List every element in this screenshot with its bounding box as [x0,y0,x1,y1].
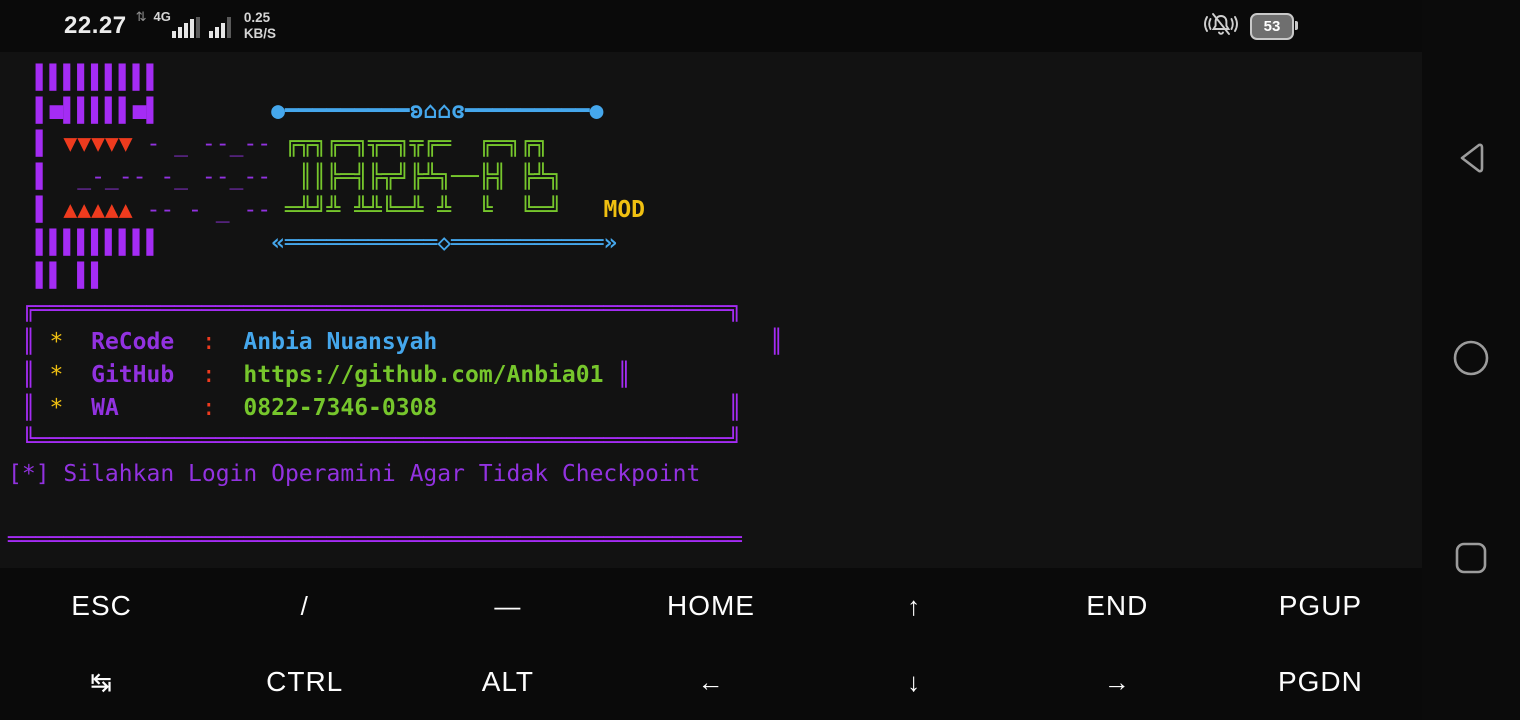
network-speed-unit: KB/S [243,26,277,41]
terminal-line: ▌■▌▌▌▌▌■▌ ●━━━━━━━━━ʚ⌂⌂ɞ━━━━━━━━━● [8,98,604,124]
key-up[interactable]: ↑ [907,590,922,621]
terminal-line: ▌ ▼▼▼▼▼ - _ --_-- ╔╦╗╔═╗╦═╗╦╔═ ╔═╗╔╗ [8,131,562,157]
terminal-line: ║ * GitHub : https://github.com/Anbia01 … [8,362,632,388]
key-pgup[interactable]: PGUP [1278,590,1363,621]
status-bar[interactable]: 22.27 ⇅ 4G [0,0,1422,52]
nav-back-button[interactable] [1422,124,1520,196]
signal-group-1: 4G [153,9,201,43]
home-circle-icon [1451,338,1491,383]
vibrate-icon [1204,10,1238,43]
network-speed: 0.25 KB/S [244,10,276,41]
terminal-screen[interactable]: ▌▌▌▌▌▌▌▌▌ ▌■▌▌▌▌▌■▌ ●━━━━━━━━━ʚ⌂⌂ɞ━━━━━━… [0,52,1422,568]
battery-indicator: 53 [1250,12,1298,40]
status-left-cluster: 22.27 ⇅ 4G [64,0,276,52]
nav-recents-button[interactable] [1422,524,1520,596]
data-activity-icon: ⇅ [135,9,147,24]
key-left[interactable]: ← [697,666,725,697]
key-tab[interactable]: ↹ [90,666,113,697]
key-slash[interactable]: / [300,590,309,621]
clock: 22.27 [64,12,127,39]
navigation-rail [1422,0,1520,720]
terminal-line: ▌▌▌▌▌▌▌▌▌ «═══════════◇═══════════» [8,230,618,256]
key-down[interactable]: ↓ [907,666,922,697]
key-alt[interactable]: ALT [481,666,534,697]
network-speed-value: 0.25 [243,10,271,26]
back-icon [1451,138,1491,183]
key-ctrl[interactable]: CTRL [266,666,344,697]
key-home[interactable]: HOME [666,590,755,621]
extra-keys-keyboard: ESC / — HOME ↑ END PGUP ↹ CTRL ALT ← ↓ → PGDN [0,568,1422,720]
terminal-line: ╔═══════════════════════════════════════… [8,296,742,322]
key-pgdn[interactable]: PGDN [1277,666,1363,697]
nav-home-button[interactable] [1422,324,1520,396]
key-dash[interactable]: — [494,590,522,621]
key-right[interactable]: → [1103,666,1131,697]
terminal-line: [*] Silahkan Login Operamini Agar Tidak … [8,461,701,487]
recents-square-icon [1451,538,1491,583]
key-end[interactable]: END [1086,590,1149,621]
terminal-line: ╚═══════════════════════════════════════… [8,428,742,454]
battery-percent: 53 [1263,17,1281,35]
terminal-line [8,491,1422,524]
signal-bars-icon [171,16,202,43]
status-right-cluster: 53 [1204,0,1298,52]
terminal-line: ════════════════════════════════════════… [8,527,742,553]
terminal-line: ▌ _-_-- -_ --_-- ║║╠═╣╠╦╝╠╩╗──╠╣ ╠╩╗ [8,164,562,190]
key-esc[interactable]: ESC [71,590,132,621]
network-type-label: 4G [153,9,171,24]
terminal-output: ▌▌▌▌▌▌▌▌▌ ▌■▌▌▌▌▌■▌ ●━━━━━━━━━ʚ⌂⌂ɞ━━━━━━… [8,62,1422,557]
terminal-line: ▌▌▌▌▌▌▌▌▌ [8,65,161,91]
terminal-line: ║ * WA : 0822-7346-0308 ║ [8,395,742,421]
terminal-line: ║ * ReCode : Anbia Nuansyah ║ [8,329,784,355]
terminal-line: ▌ ▲▲▲▲▲ -- - _ -- ═╩╝╩ ╩╩╚═╩ ╩ ╚ ╚═╝ MOD [8,197,646,223]
signal-group-2 [208,9,233,43]
terminal-line: ▌▌ ▌▌ [8,263,105,289]
signal-bars-icon [208,16,233,43]
